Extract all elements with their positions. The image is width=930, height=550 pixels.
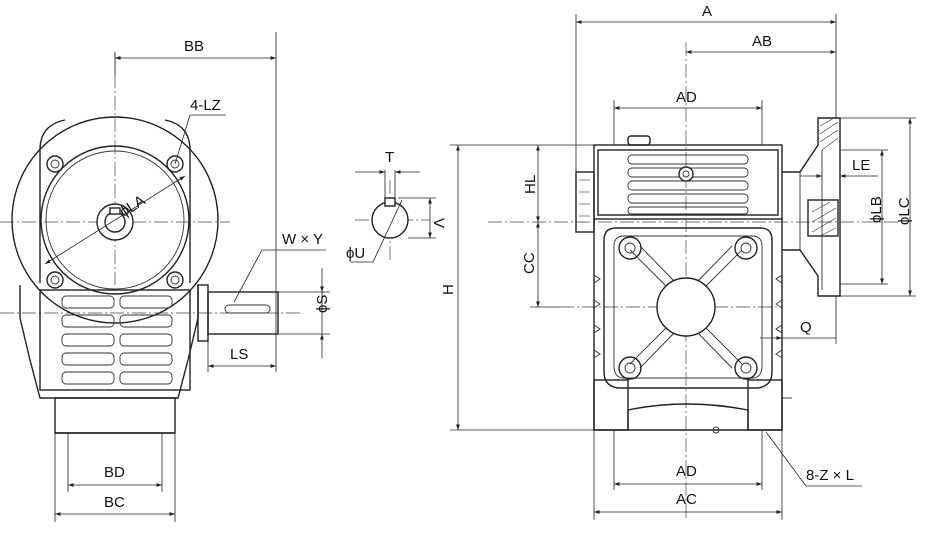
- label-u: ϕU: [346, 245, 365, 262]
- label-ab: AB: [752, 33, 772, 50]
- label-4-lz: 4-LZ: [190, 97, 221, 114]
- label-w-x-y: W × Y: [282, 231, 323, 248]
- top-fins: [627, 154, 749, 215]
- label-bb: BB: [184, 38, 204, 55]
- keyway-detail: T V ϕU: [346, 149, 447, 263]
- flange-bolt-holes: [46, 155, 184, 289]
- label-h: H: [440, 284, 457, 295]
- label-a: A: [702, 3, 712, 20]
- label-bd: BD: [104, 464, 125, 481]
- right-front-view: A AB AD HL CC H LE ϕLB: [440, 3, 916, 520]
- cooling-fins: [61, 295, 173, 385]
- flange-hatch: [811, 117, 839, 237]
- label-q: Q: [800, 319, 812, 336]
- label-lb: ϕLB: [868, 196, 885, 223]
- label-le: LE: [852, 157, 870, 174]
- left-side-view: BB 4-LZ ϕLA W × Y ϕS LS BD BC: [0, 32, 331, 522]
- label-v: V: [430, 218, 447, 228]
- housing-bolts: [618, 236, 758, 380]
- label-ls: LS: [230, 346, 248, 363]
- label-8-z-x-l: 8-Z × L: [806, 467, 854, 484]
- label-lc: ϕLC: [896, 197, 913, 225]
- label-t: T: [385, 149, 394, 166]
- label-ad-top: AD: [676, 89, 697, 106]
- label-s: ϕS: [314, 295, 331, 313]
- label-ac: AC: [676, 491, 697, 508]
- label-hl: HL: [522, 175, 539, 194]
- label-ad-bottom: AD: [676, 463, 697, 480]
- label-cc: CC: [521, 252, 538, 274]
- label-bc: BC: [104, 494, 125, 511]
